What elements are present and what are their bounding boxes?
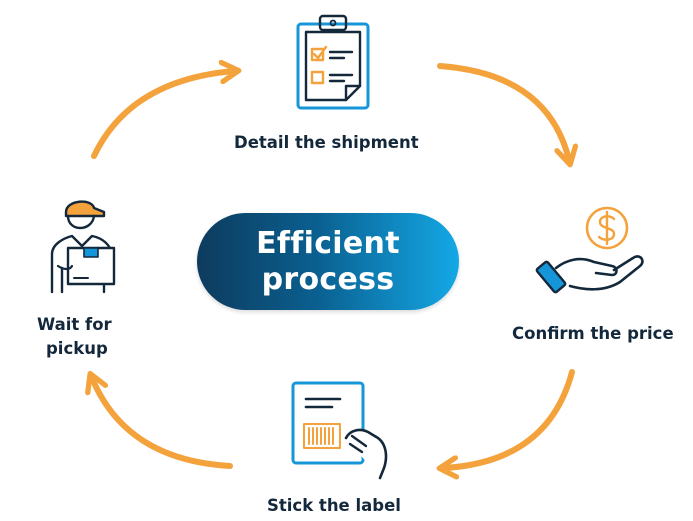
arrow-bottom-right [444,369,575,468]
step-label-wait-line-1: Wait for [37,315,112,334]
arrow-top-left [91,71,234,159]
arrow-bottom-left [92,378,233,469]
barcode-label-hand-icon [291,381,388,480]
clipboard-checklist-icon [296,14,370,110]
central-process-badge: Efficient process [197,213,459,310]
arrow-top-right [437,63,569,160]
badge-title-line-2: process [261,261,395,297]
step-label-stick-label: Stick the label [267,496,401,515]
step-label-wait-line-2: pickup [46,339,108,358]
badge-title-line-1: Efficient [256,225,400,261]
step-label-confirm-price: Confirm the price [512,324,674,343]
hand-dollar-coin-icon [535,206,644,294]
step-label-detail-shipment: Detail the shipment [234,133,419,152]
delivery-person-box-icon [50,200,116,294]
